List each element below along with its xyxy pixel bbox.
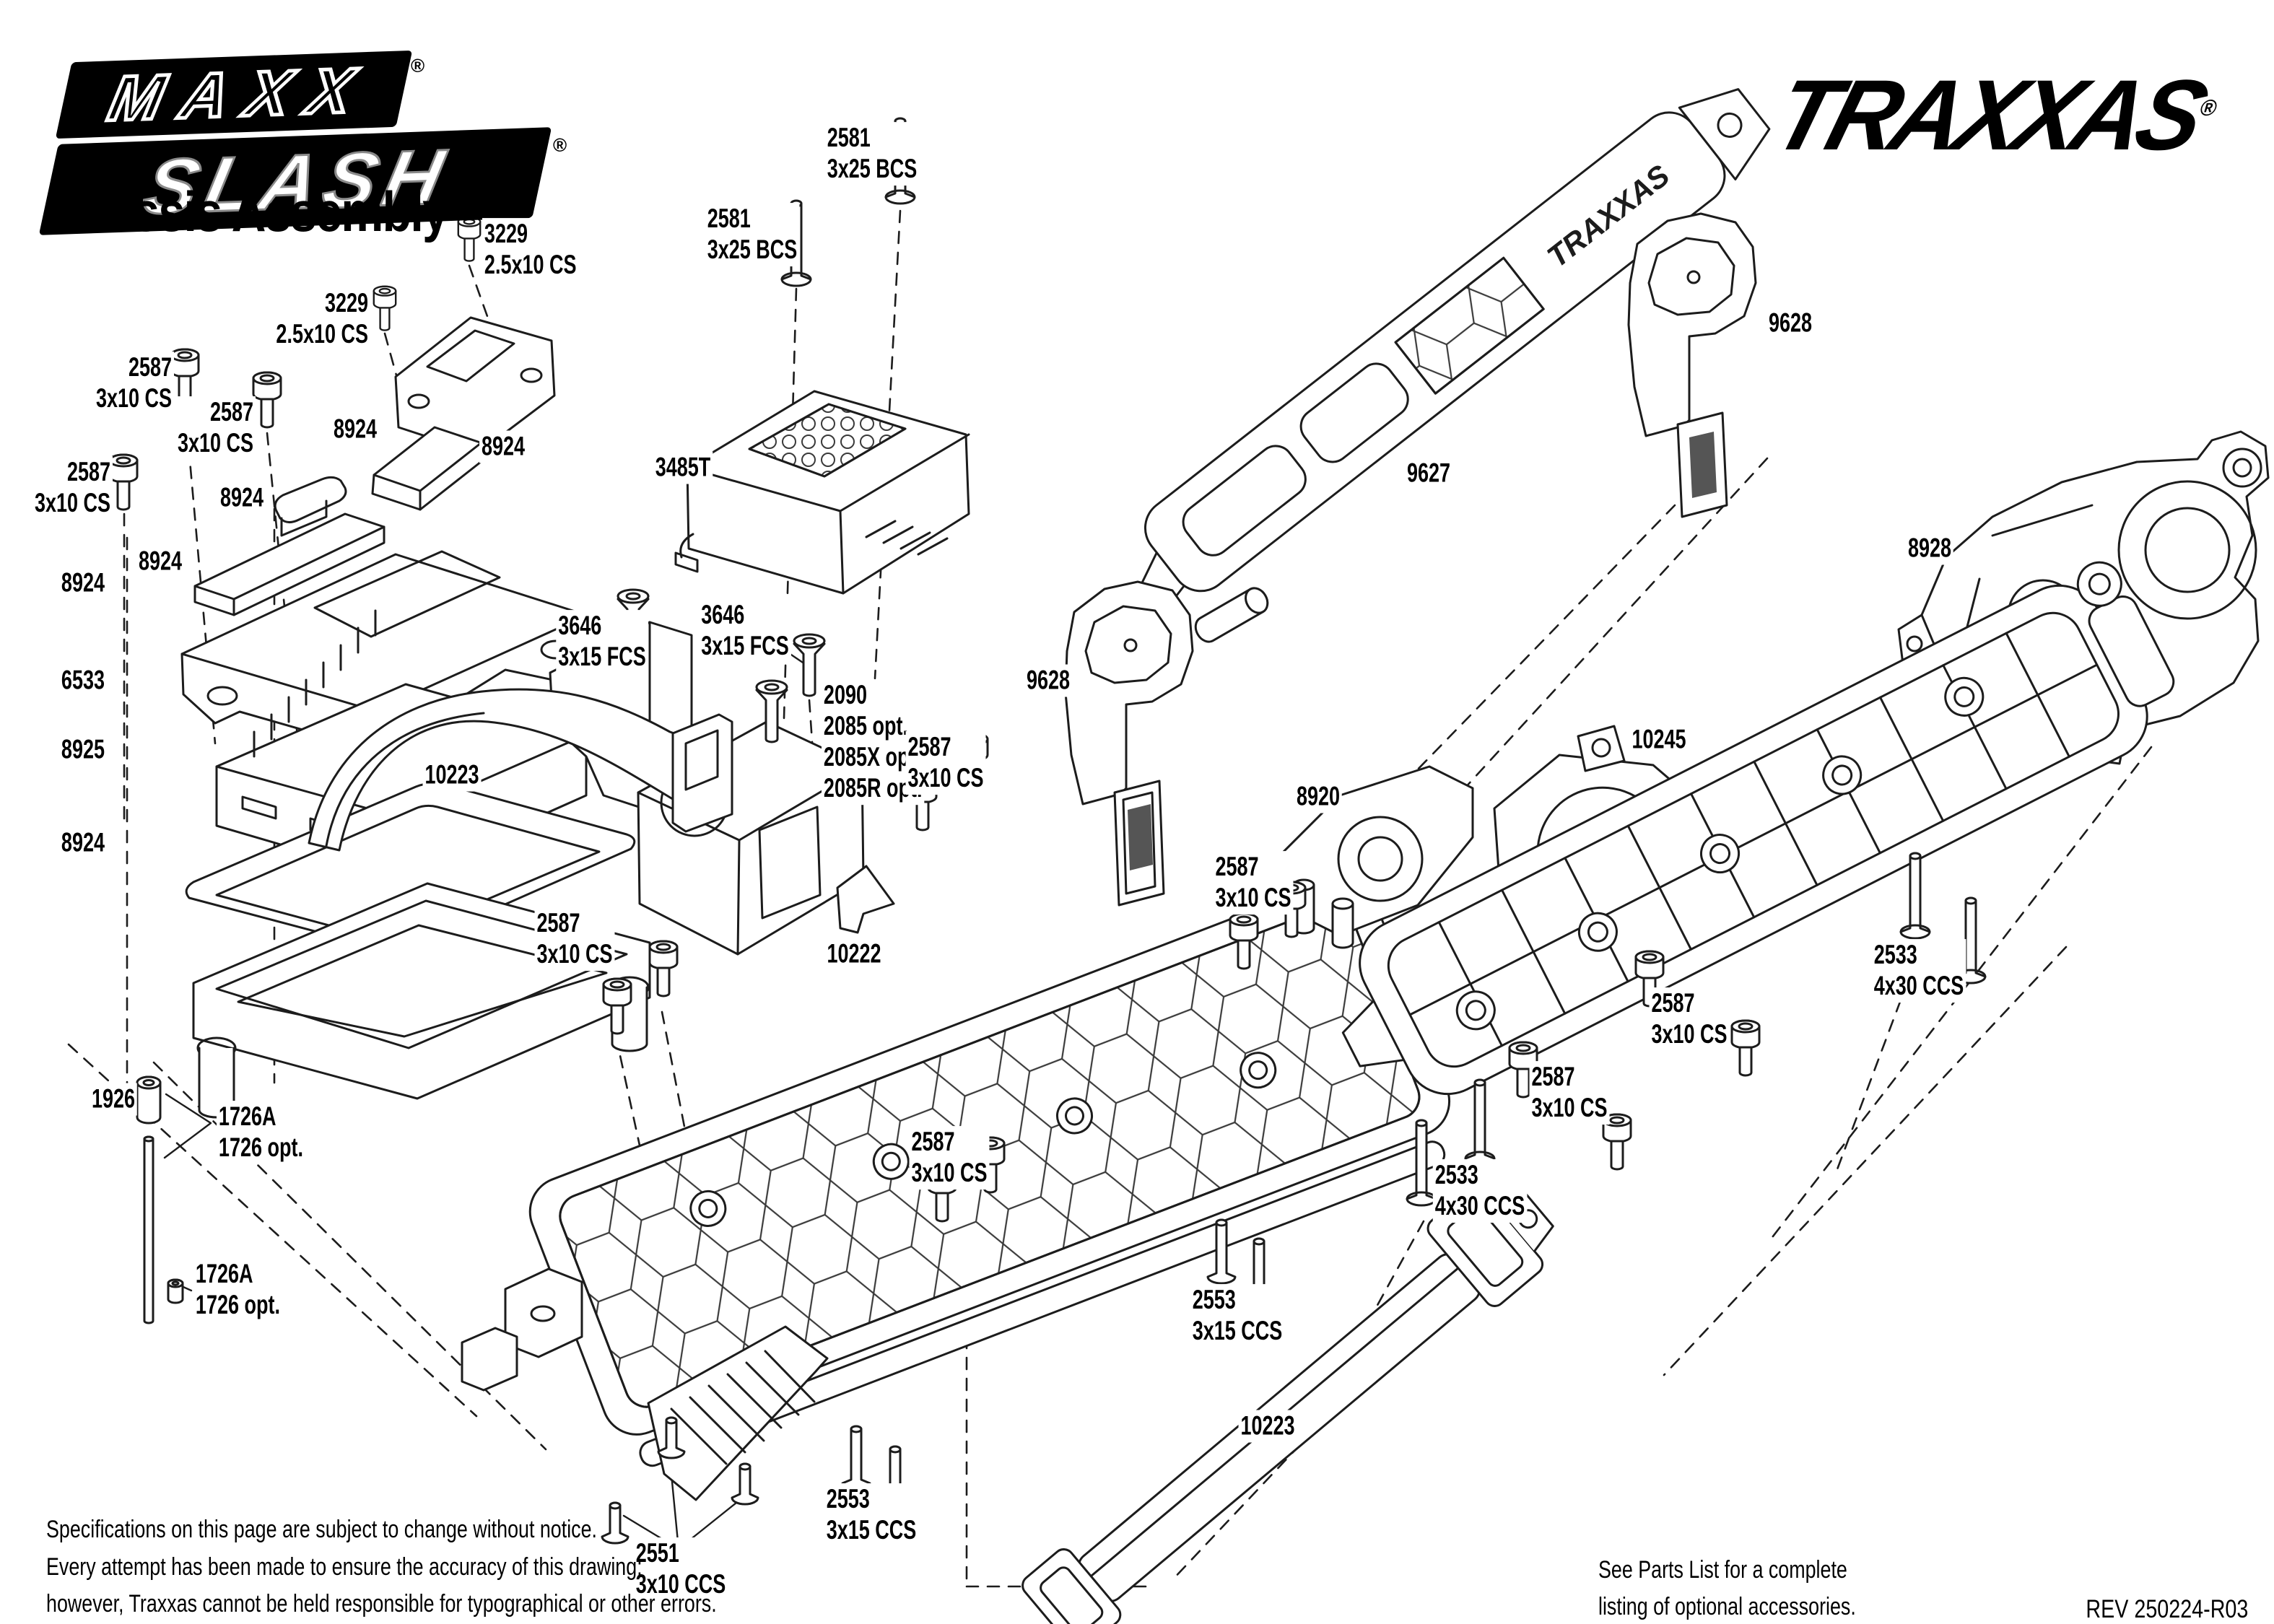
callout-8924: 8924 (136, 545, 184, 578)
esc-3485T (674, 390, 970, 595)
callout-10222: 10222 (824, 938, 884, 971)
traxxas-logo: TRAXXAS® (1762, 59, 2220, 171)
callout-10223: 10223 (422, 759, 482, 792)
parts-list-note: See Parts List for a complete listing of… (1598, 1556, 1856, 1620)
maxx-slash-logo: MAXX ® SLASH ® (38, 50, 595, 248)
foam-pad-8924 (371, 426, 484, 511)
callout-8928: 8928 (1906, 532, 1953, 565)
cover-8924 (394, 316, 556, 455)
bumper-mount-blocks (461, 1267, 583, 1392)
trademark-icon: ® (553, 134, 567, 156)
plug-8924 (274, 476, 347, 537)
callout-8925: 8925 (59, 733, 107, 767)
mount-9628-left (1064, 580, 1194, 907)
logo-maxx-bar: MAXX (55, 50, 413, 139)
antenna-1926-1726 (136, 1075, 184, 1324)
callout-8924: 8924 (479, 430, 527, 463)
callout-9628: 9628 (1767, 307, 1814, 340)
callout-8920: 8920 (1294, 780, 1342, 813)
callout-8924: 8924 (331, 413, 379, 446)
brace-10223-top (308, 688, 733, 852)
trademark-icon: ® (411, 55, 425, 77)
foam-strip-8924 (193, 512, 385, 616)
callout-8924: 8924 (218, 481, 266, 515)
callout-3485T: 3485T (653, 451, 713, 484)
callout-8924: 8924 (59, 567, 107, 600)
callout-6533: 6533 (59, 664, 107, 697)
callout-8924: 8924 (59, 826, 107, 860)
callout-10223: 10223 (1238, 1410, 1297, 1443)
skid-plate-10245 (1341, 561, 2175, 1096)
disclaimer-text: Specifications on this page are subject … (46, 1516, 717, 1618)
callout-9627: 9627 (1405, 457, 1452, 490)
callout-1926: 1926 (90, 1083, 137, 1116)
front-skid-fin (647, 1325, 829, 1501)
page-title: Chassis Assembly (46, 180, 449, 243)
revision-number: REV 250224-R03 (2086, 1595, 2248, 1623)
logo-maxx-text: MAXX (100, 52, 380, 136)
mount-9628-right (1627, 212, 1757, 518)
callout-10245: 10245 (1629, 723, 1689, 756)
callout-9628: 9628 (1024, 664, 1072, 697)
